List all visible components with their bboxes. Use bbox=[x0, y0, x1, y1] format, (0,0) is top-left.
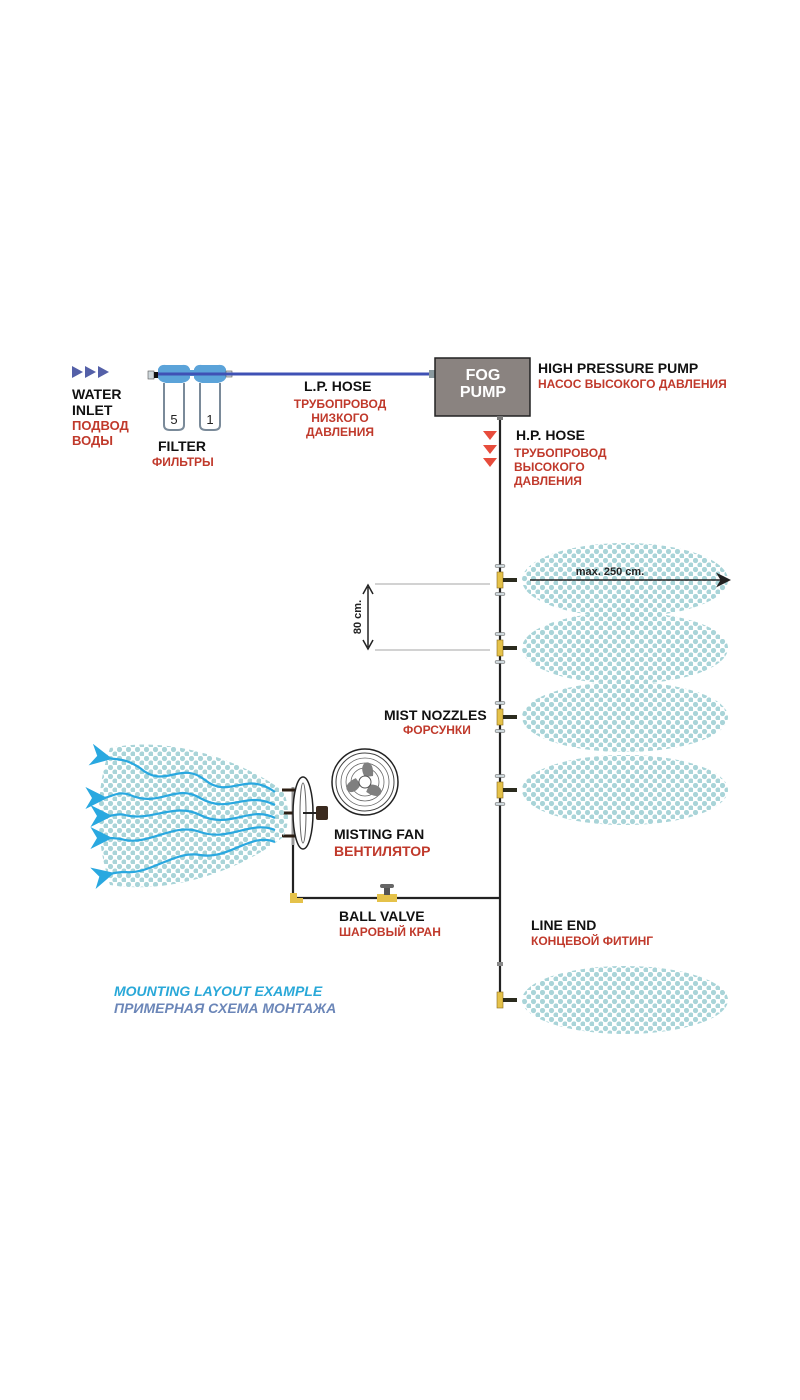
hp-hose-ru-line3: ДАВЛЕНИЯ bbox=[514, 473, 582, 488]
layout-title: MOUNTING LAYOUT EXAMPLE bbox=[114, 983, 323, 999]
ball-valve-ru-label: ШАРОВЫЙ КРАН bbox=[339, 925, 441, 939]
hp-hose-ru-line2: ВЫСОКОГО bbox=[514, 459, 585, 474]
airflow-arrows bbox=[85, 743, 276, 889]
misting-fan-front-icon bbox=[331, 748, 399, 816]
ball-valve-label: BALL VALVE bbox=[339, 908, 425, 924]
water-inlet-en-line2: INLET bbox=[72, 402, 113, 419]
mist-nozzle bbox=[494, 774, 517, 806]
lp-hose-ru-line1: ТРУБОПРОВОД bbox=[293, 397, 387, 411]
mist-nozzles-ru-label: ФОРСУНКИ bbox=[403, 723, 471, 737]
line-end-ru-label: КОНЦЕВОЙ ФИТИНГ bbox=[531, 934, 654, 948]
line-end-label: LINE END bbox=[531, 917, 597, 933]
misting-fan-ru-label: ВЕНТИЛЯТОР bbox=[334, 843, 431, 859]
hose-clip bbox=[494, 701, 506, 705]
filter-label: FILTER bbox=[158, 438, 206, 454]
mist-nozzle bbox=[494, 701, 517, 733]
lp-hose-ru-label: ТРУБОПРОВОД НИЗКОГО ДАВЛЕНИЯ bbox=[290, 397, 390, 439]
mist-cloud bbox=[522, 755, 728, 825]
hp-hose-label: H.P. HOSE bbox=[516, 427, 585, 443]
hose-clip bbox=[494, 802, 506, 806]
mist-cloud bbox=[522, 966, 728, 1034]
water-inlet-en-line1: WATER bbox=[72, 386, 122, 402]
water-inlet-arrows-icon bbox=[72, 366, 109, 378]
hp-flow-arrows-icon bbox=[483, 431, 497, 467]
nozzle-spacing-label: 80 cm. bbox=[352, 600, 364, 634]
line-connector bbox=[497, 962, 503, 966]
hose-clip bbox=[494, 729, 506, 733]
spray-reach-label: max. 250 cm. bbox=[576, 566, 645, 578]
misting-fan-side-icon bbox=[282, 776, 328, 850]
arrow-down-icon bbox=[362, 639, 374, 651]
lp-hose-connector bbox=[429, 370, 435, 378]
hp-hose-ru-line1: ТРУБОПРОВОД bbox=[514, 446, 607, 460]
water-inlet-label: WATER INLET bbox=[72, 386, 122, 418]
misting-fan-label: MISTING FAN bbox=[334, 826, 425, 842]
water-inlet-ru-line1: ПОДВОД bbox=[72, 418, 129, 433]
fog-pump-line1: FOG bbox=[465, 367, 501, 384]
hose-clip bbox=[494, 564, 506, 568]
mist-nozzles-label: MIST NOZZLES bbox=[384, 707, 487, 723]
mist-nozzle bbox=[496, 991, 517, 1009]
hose-clip bbox=[494, 774, 506, 778]
hose-clip bbox=[494, 660, 506, 664]
filter-stage-label: 5 bbox=[170, 412, 177, 427]
hose-clip bbox=[494, 632, 506, 636]
mist-cloud bbox=[522, 682, 728, 752]
filter-ru-label: ФИЛЬТРЫ bbox=[152, 455, 214, 469]
water-inlet-ru-label: ПОДВОД ВОДЫ bbox=[72, 418, 129, 449]
hose-clip bbox=[494, 592, 506, 596]
high-pressure-pump-ru-label: НАСОС ВЫСОКОГО ДАВЛЕНИЯ bbox=[538, 377, 727, 391]
water-inlet-ru-line2: ВОДЫ bbox=[72, 432, 113, 448]
mist-nozzle bbox=[494, 632, 517, 664]
hp-outlet-connector bbox=[497, 416, 503, 420]
high-pressure-pump-label: HIGH PRESSURE PUMP bbox=[538, 360, 699, 376]
fan-mist-cloud bbox=[98, 744, 288, 888]
hp-hose-ru-label: ТРУБОПРОВОД ВЫСОКОГО ДАВЛЕНИЯ bbox=[514, 446, 607, 488]
fog-pump-line2: PUMP bbox=[459, 383, 507, 401]
elbow-fitting bbox=[290, 893, 303, 903]
ball-valve-icon bbox=[377, 884, 397, 902]
layout-title-ru: ПРИМЕРНАЯ СХЕМА МОНТАЖА bbox=[114, 1000, 337, 1016]
fog-pump-box bbox=[434, 357, 531, 417]
lp-hose-ru-line2: НИЗКОГО bbox=[311, 410, 369, 425]
lp-hose-ru-line3: ДАВЛЕНИЯ bbox=[306, 424, 374, 439]
mist-nozzles-group bbox=[494, 564, 517, 1009]
filter-stage-label: 1 bbox=[206, 412, 213, 427]
lp-hose-label: L.P. HOSE bbox=[304, 378, 372, 394]
mist-nozzle bbox=[494, 564, 517, 596]
mist-cloud bbox=[522, 612, 728, 684]
arrow-up-icon bbox=[362, 583, 374, 595]
fog-pump-text: FOG PUMP bbox=[436, 367, 530, 402]
